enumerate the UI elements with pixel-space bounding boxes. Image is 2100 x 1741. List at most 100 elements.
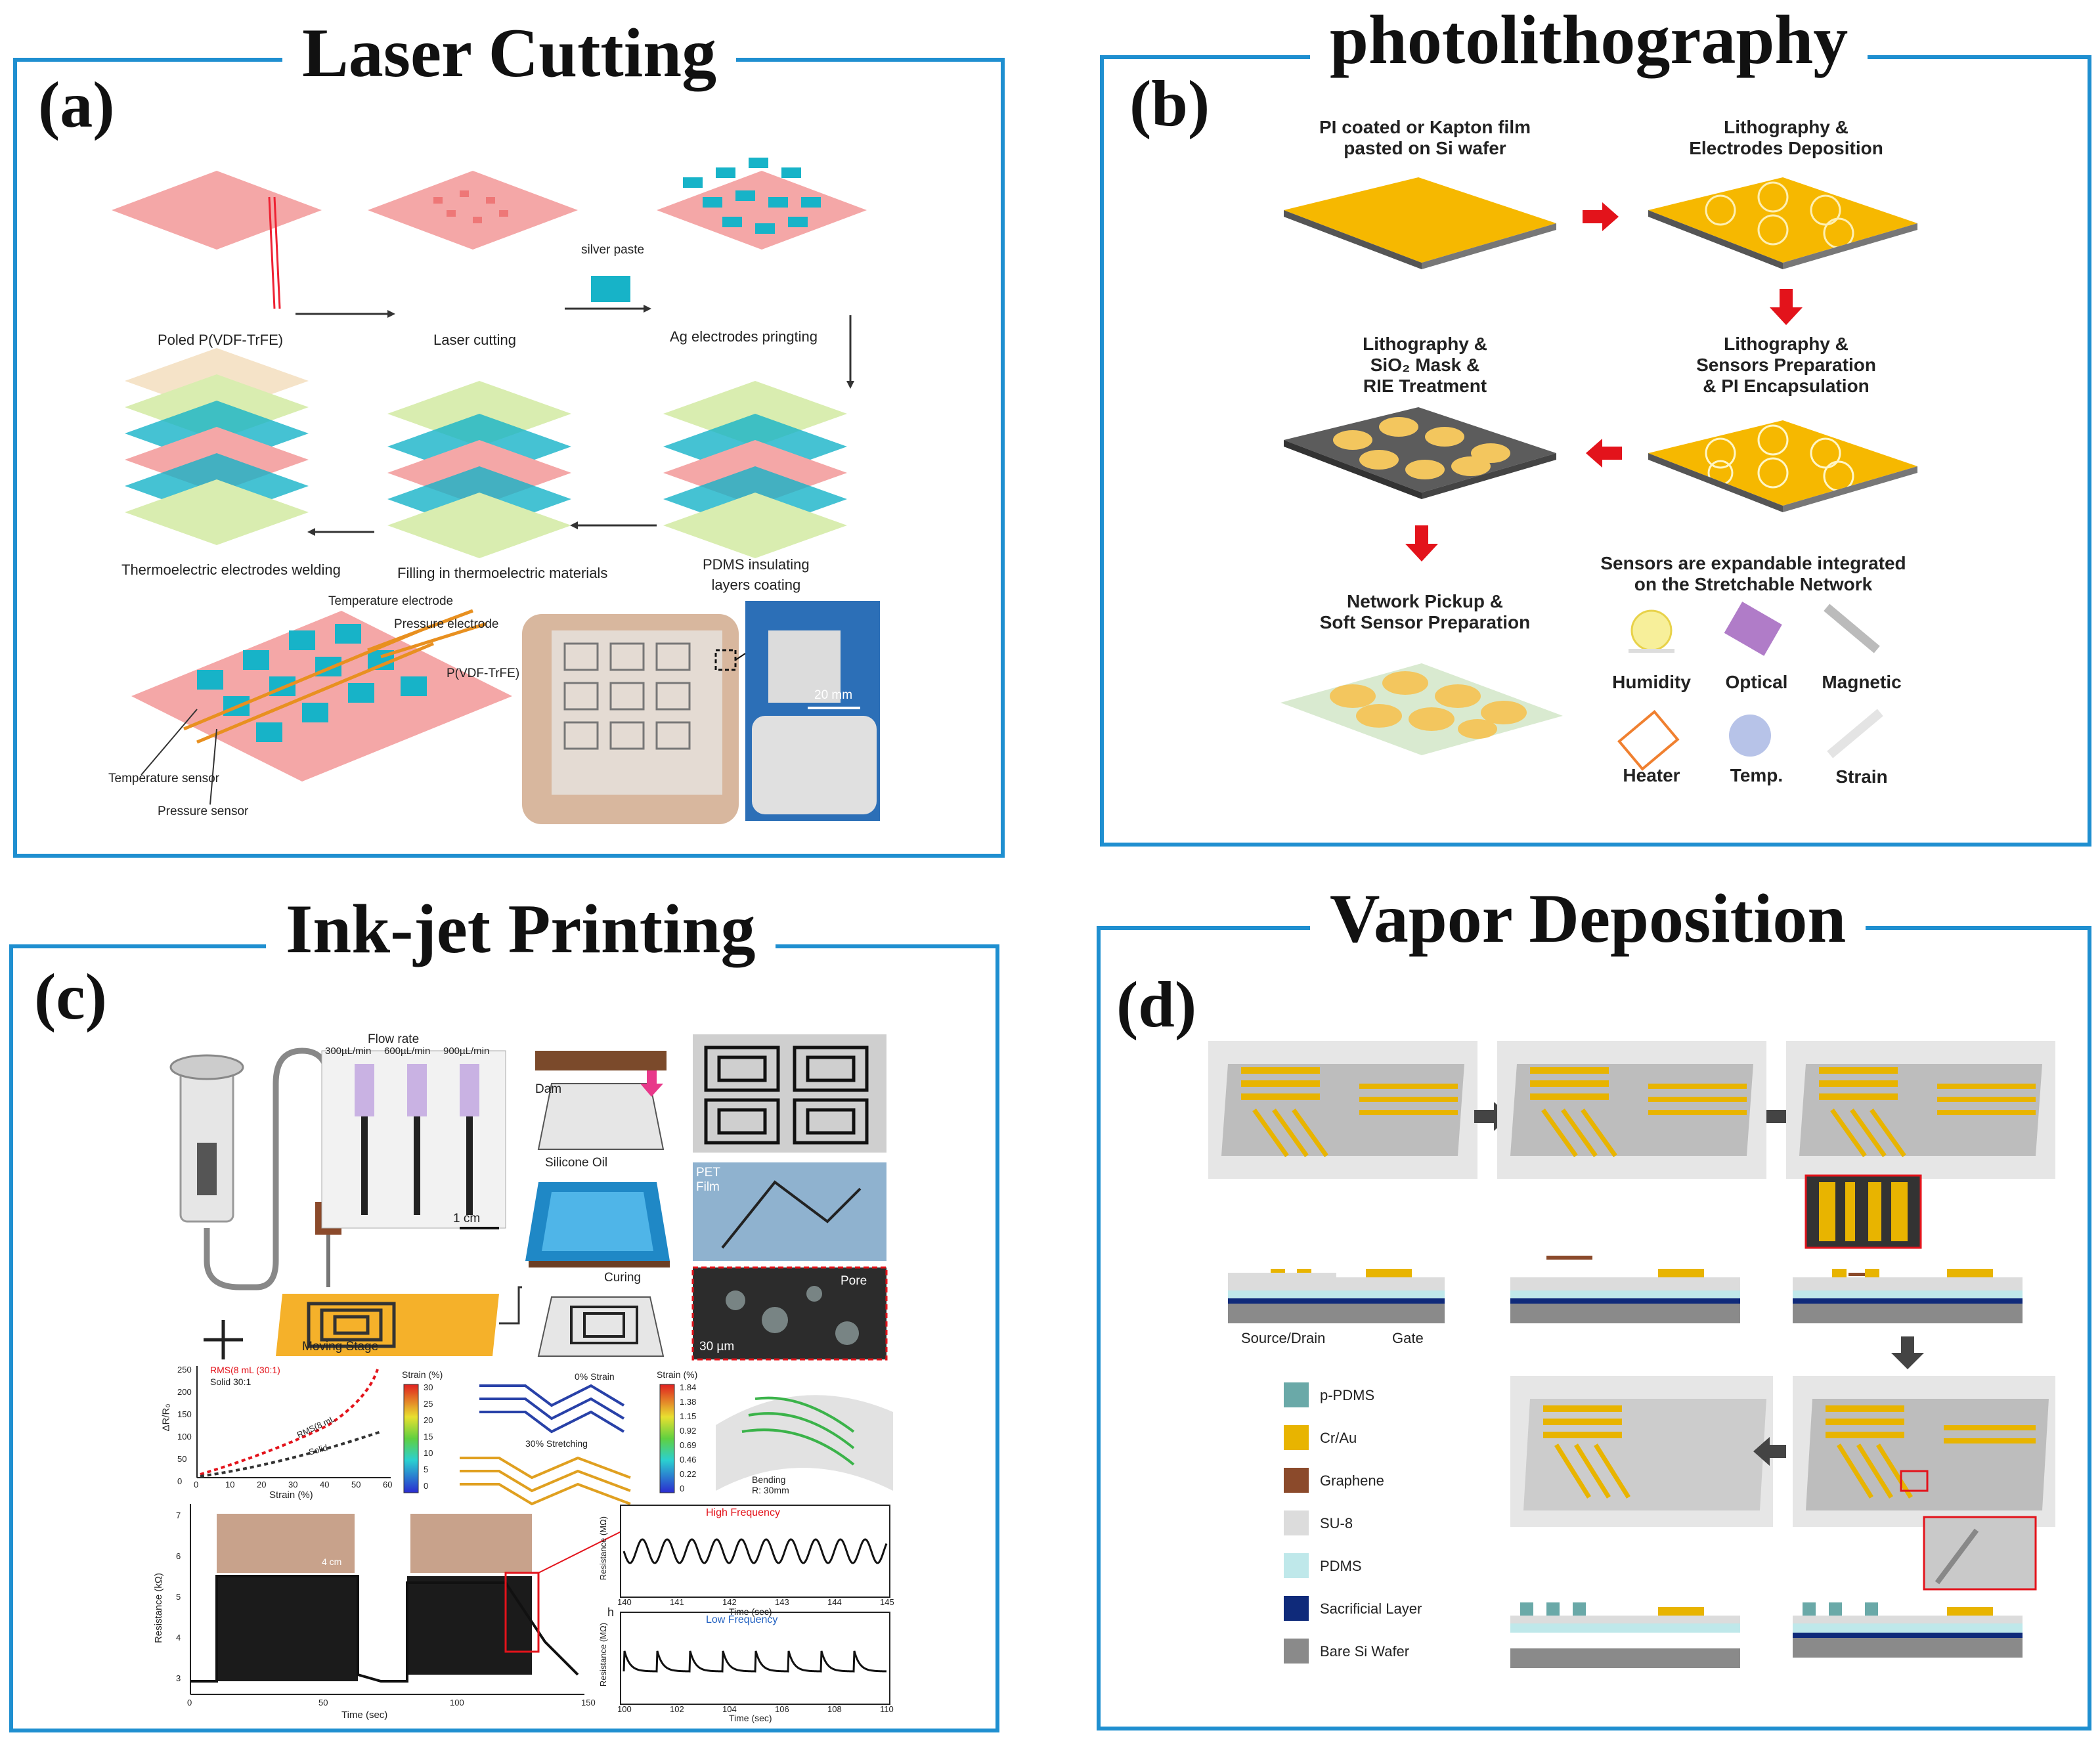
step-poled: Poled P(VDF-TrFE)	[158, 332, 284, 348]
moving-stage-label: Moving Stage	[302, 1340, 379, 1354]
sensor-humidity: Humidity	[1612, 672, 1691, 692]
legend-label: Cr/Au	[1320, 1430, 1357, 1446]
strain-0: 0% Strain	[575, 1371, 615, 1382]
plot1-xtick: 20	[257, 1480, 267, 1489]
label-gate: Gate	[1392, 1330, 1424, 1346]
colorbar1-tick: 15	[424, 1432, 433, 1442]
low-freq-xtick: 108	[827, 1704, 842, 1714]
h-label: h	[607, 1606, 615, 1619]
legend-swatch	[1284, 1425, 1309, 1450]
step-filling: Filling in thermoelectric materials	[397, 565, 608, 581]
panel-b-title: photolithography	[1310, 5, 1868, 75]
plot1-ytick: 100	[177, 1432, 192, 1442]
scale-30um: 30 µm	[699, 1340, 735, 1354]
ann-temperature-sensor: Temperature sensor	[108, 772, 219, 785]
legend-swatch	[1284, 1510, 1309, 1535]
timeplot-ytick: 6	[176, 1551, 181, 1561]
low-freq-xlabel: Time (sec)	[729, 1713, 772, 1723]
panel-b-illustration	[1280, 177, 1917, 771]
timeplot-ytick: 7	[176, 1510, 181, 1520]
colorbar1-tick: 5	[424, 1465, 429, 1474]
sensor-heater: Heater	[1623, 765, 1680, 785]
step-pi-film: PI coated or Kapton film pasted on Si wa…	[1319, 117, 1531, 159]
plot1-xtick: 40	[320, 1480, 330, 1489]
plot1-ytick: 150	[177, 1409, 192, 1419]
plot1-ytick: 0	[177, 1476, 183, 1486]
plot1-legend-solid: Solid 30:1	[210, 1377, 252, 1387]
plot1-xtick: 0	[194, 1480, 199, 1489]
low-freq-xtick: 106	[775, 1704, 789, 1714]
timeplot-xtick: 0	[187, 1698, 192, 1708]
high-freq-xtick: 141	[670, 1597, 684, 1607]
panel-c-title: Ink-jet Printing	[266, 894, 776, 964]
plot1-legend-rms: RMS(8 mL (30:1)	[210, 1365, 280, 1375]
colorbar1-tick: 20	[424, 1415, 433, 1425]
panel-b-label: (b)	[1129, 67, 1210, 140]
bending-label: Bending R: 30mm	[752, 1474, 789, 1495]
legend-label: Graphene	[1320, 1472, 1384, 1489]
legend-swatch	[1284, 1468, 1309, 1493]
step-electrodes: Lithography & Electrodes Deposition	[1689, 117, 1883, 159]
step-ag-printing: Ag electrodes pringting	[670, 328, 818, 345]
legend-label: PDMS	[1320, 1558, 1362, 1574]
colorbar2-title: Strain (%)	[657, 1369, 698, 1380]
pet-film-label: PET Film	[696, 1166, 720, 1194]
scale-bar-20mm: 20 mm	[814, 688, 853, 702]
sensor-strain: Strain	[1835, 766, 1888, 787]
step-rie: Lithography & SiO₂ Mask & RIE Treatment	[1363, 334, 1487, 397]
panel-a-illustration	[112, 158, 880, 824]
sensors-caption: Sensors are expandable integrated on the…	[1600, 553, 1906, 595]
timeplot-xlabel: Time (sec)	[341, 1709, 388, 1721]
flow-rate-1: 300µL/min	[325, 1046, 372, 1057]
legend-label: SU-8	[1320, 1515, 1353, 1532]
colorbar2-tick: 0.46	[680, 1455, 697, 1465]
legend-label: p-PDMS	[1320, 1387, 1375, 1403]
step-network-pickup: Network Pickup & Soft Sensor Preparation	[1319, 591, 1531, 633]
flow-rate-3: 900µL/min	[443, 1046, 490, 1057]
low-freq-xtick: 102	[670, 1704, 684, 1714]
strain-30: 30% Stretching	[525, 1438, 588, 1449]
high-freq-xtick: 145	[880, 1597, 894, 1607]
flow-rate-title: Flow rate	[368, 1032, 420, 1046]
label-source-drain: Source/Drain	[1241, 1330, 1326, 1346]
panel-a-title: Laser Cutting	[282, 18, 737, 88]
high-freq-xtick: 144	[827, 1597, 842, 1607]
sensor-temp: Temp.	[1730, 765, 1783, 785]
colorbar1-tick: 0	[424, 1481, 429, 1491]
colorbar2-tick: 1.15	[680, 1411, 697, 1421]
high-freq-xtick: 140	[617, 1597, 632, 1607]
colorbar2-tick: 0	[680, 1484, 685, 1493]
colorbar1-tick: 25	[424, 1399, 433, 1409]
panel-d-label: (d)	[1116, 968, 1197, 1041]
low-freq-xtick: 104	[722, 1704, 737, 1714]
timeplot-scale: 4 cm	[322, 1556, 342, 1567]
plot1-xtick: 50	[351, 1480, 361, 1489]
ann-pressure-electrode: Pressure electrode	[394, 617, 499, 631]
panel-c-label: (c)	[34, 960, 107, 1033]
ann-temperature-electrode: Temperature electrode	[328, 594, 454, 608]
plot1-ytick: 250	[177, 1365, 192, 1375]
plot1-xtick: 10	[225, 1480, 235, 1489]
legend-swatch	[1284, 1639, 1309, 1664]
low-freq-title: Low Frequency	[706, 1614, 778, 1625]
high-freq-xtick: 142	[722, 1597, 737, 1607]
high-freq-xtick: 143	[775, 1597, 789, 1607]
low-freq-xtick: 110	[880, 1704, 894, 1714]
legend-swatch	[1284, 1596, 1309, 1621]
colorbar2-tick: 1.38	[680, 1397, 697, 1407]
step-sensors-prep: Lithography & Sensors Preparation & PI E…	[1696, 334, 1876, 397]
timeplot-ytick: 4	[176, 1633, 181, 1642]
curing-label: Curing	[604, 1271, 641, 1285]
timeplot-xtick: 50	[318, 1698, 328, 1708]
colorbar1-title: Strain (%)	[402, 1369, 443, 1380]
panel-d-title: Vapor Deposition	[1310, 884, 1866, 954]
plot1-xlabel: Strain (%)	[269, 1489, 313, 1501]
timeplot-ytick: 5	[176, 1592, 181, 1602]
scale-1cm: 1 cm	[453, 1212, 481, 1225]
low-freq-xtick: 100	[617, 1704, 632, 1714]
colorbar2-tick: 0.92	[680, 1426, 697, 1436]
ann-pressure-sensor: Pressure sensor	[158, 804, 249, 818]
plot1-ytick: 50	[177, 1454, 187, 1464]
plot1-ytick: 200	[177, 1387, 192, 1397]
high-freq-xlabel: Time (sec)	[729, 1606, 772, 1617]
